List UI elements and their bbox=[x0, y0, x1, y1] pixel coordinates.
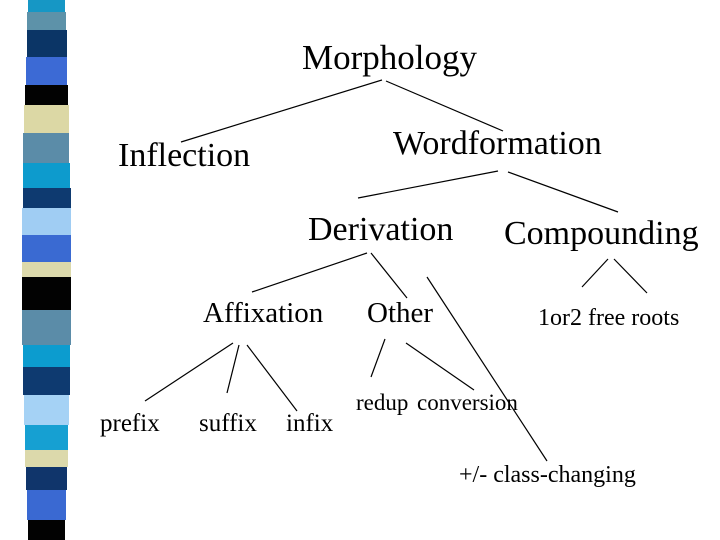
node-redup: redup bbox=[356, 390, 409, 415]
node-1or2-free-roots: 1or2 free roots bbox=[538, 305, 680, 331]
edge-morphology-inflection bbox=[180, 79, 383, 143]
node-other: Other bbox=[367, 297, 434, 329]
stripe-segment bbox=[23, 133, 70, 163]
stripe-segment bbox=[22, 208, 71, 235]
stripe-segment bbox=[22, 345, 71, 367]
edge-affixation-infix bbox=[246, 344, 298, 412]
stripe-segment bbox=[22, 235, 71, 262]
node-inflection: Inflection bbox=[118, 137, 251, 174]
stripe-segment bbox=[25, 467, 68, 490]
edge-affixation-prefix bbox=[144, 342, 234, 402]
edge-derivation-other bbox=[370, 252, 408, 299]
node-class-changing-annotation: +/- class-changing bbox=[459, 462, 636, 488]
node-conversion: conversion bbox=[417, 390, 518, 415]
stripe-segment bbox=[23, 395, 70, 425]
node-wordformation: Wordformation bbox=[393, 125, 602, 162]
stripe-segment bbox=[23, 367, 70, 395]
node-affixation: Affixation bbox=[203, 297, 324, 329]
stripe-segment bbox=[27, 520, 66, 540]
stripe-segment bbox=[26, 490, 67, 520]
node-suffix: suffix bbox=[199, 410, 257, 437]
edge-derivation-class-changing bbox=[426, 276, 548, 462]
stripe-segment bbox=[24, 425, 69, 450]
edge-other-conversion bbox=[405, 342, 475, 391]
stripe-segment bbox=[24, 85, 69, 105]
node-compounding: Compounding bbox=[504, 215, 699, 252]
stripe-segment bbox=[22, 277, 71, 310]
stripe-segment bbox=[26, 30, 67, 57]
node-prefix: prefix bbox=[100, 410, 160, 437]
edge-other-redup bbox=[370, 338, 386, 378]
slide-accent-stripe bbox=[21, 0, 101, 540]
stripe-segment bbox=[22, 163, 71, 188]
stripe-segment bbox=[27, 0, 66, 12]
edge-wordformation-derivation bbox=[357, 170, 499, 199]
stripe-segment bbox=[24, 105, 69, 133]
stripe-segment bbox=[22, 310, 71, 345]
node-infix: infix bbox=[286, 410, 334, 437]
stripe-segment bbox=[22, 262, 71, 277]
stripe-segment bbox=[25, 57, 68, 85]
stripe-segment bbox=[27, 12, 66, 30]
edge-wordformation-compounding bbox=[507, 171, 619, 213]
edge-morphology-wordformation bbox=[385, 80, 504, 132]
stripe-segment bbox=[22, 188, 71, 208]
edge-compounding-freeroots-right bbox=[613, 258, 648, 294]
stripe-segment bbox=[25, 450, 68, 467]
edge-affixation-suffix bbox=[226, 344, 240, 394]
node-morphology: Morphology bbox=[302, 38, 477, 77]
node-derivation: Derivation bbox=[308, 211, 454, 248]
edge-compounding-freeroots-left bbox=[581, 258, 609, 288]
edge-derivation-affixation bbox=[251, 252, 368, 293]
